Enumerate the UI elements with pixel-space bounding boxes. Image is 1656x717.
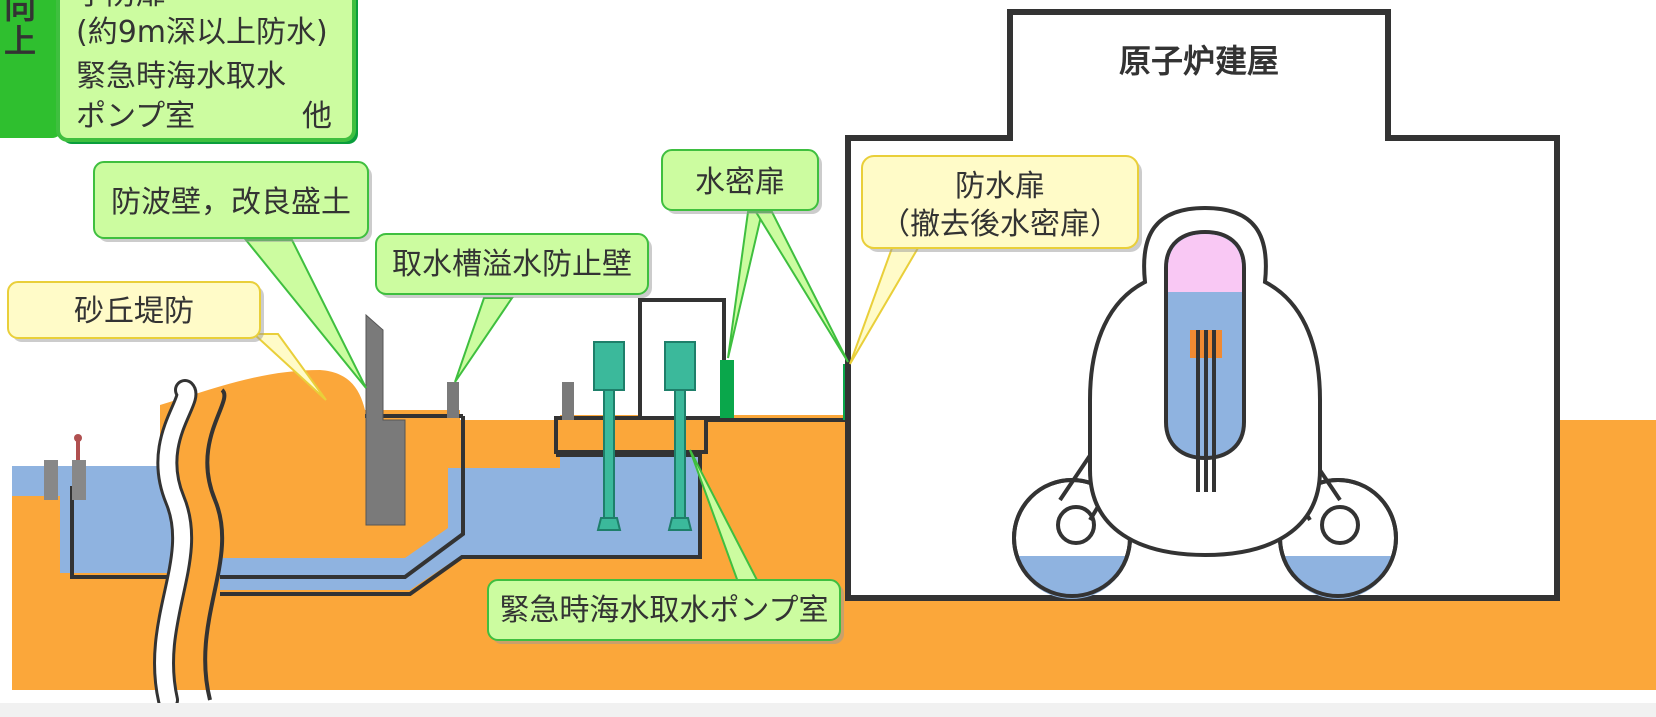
top-box-line-5: 他: [302, 99, 332, 134]
side-tab-char-2: 上: [4, 22, 36, 60]
sand-dune: [210, 372, 365, 440]
footer-bar: [0, 703, 1656, 717]
callout-breakwater: 防波壁，改良盛土: [93, 161, 372, 242]
pointer-sand-dune: [251, 333, 327, 401]
side-tab: 向 上: [0, 0, 62, 138]
watertight-door: [720, 360, 734, 418]
callout-sand-dune-label: 砂丘堤防: [74, 294, 194, 329]
intake-channel-water: [60, 455, 700, 590]
callout-waterproof-door-line-1: 防水扉: [955, 169, 1045, 204]
callout-sand-dune: 砂丘堤防: [7, 281, 264, 342]
callout-watertight-door-label: 水密扉: [695, 165, 785, 200]
top-box-line-1: 予防扉: [76, 0, 166, 12]
pointer-watertight-door-a: [727, 211, 764, 359]
top-info-box: 予防扉 (約9m深以上防水) 緊急時海水取水 ポンプ室 他: [56, 0, 358, 144]
callout-intake-wall-label: 取水槽溢水防止壁: [392, 247, 632, 282]
side-tab-char-1: 向: [4, 0, 36, 26]
intake-channel-outline: [70, 416, 702, 596]
intake-structure-icon: [44, 434, 86, 500]
callout-pump-room-label: 緊急時海水取水ポンプ室: [499, 593, 828, 628]
callout-intake-wall: 取水槽溢水防止壁: [375, 233, 652, 298]
callout-waterproof-door: 防水扉 （撤去後水密扉）: [861, 155, 1142, 252]
pointer-watertight-door-b: [754, 211, 849, 363]
breakwater-wall: [365, 313, 406, 526]
pump-room-wall-stub: [562, 382, 574, 420]
containment-vessel: [1012, 205, 1398, 599]
top-box-line-4: ポンプ室: [76, 99, 195, 134]
callout-waterproof-door-line-2: （撤去後水密扉）: [880, 207, 1120, 242]
overflow-prevention-wall: [447, 382, 459, 418]
pump-2-icon: [664, 341, 696, 531]
callout-pump-room: 緊急時海水取水ポンプ室: [487, 579, 844, 644]
top-box-line-2: (約9m深以上防水): [76, 15, 328, 50]
ground: [12, 370, 1656, 690]
reactor-pressure-vessel: [1164, 229, 1246, 492]
callout-breakwater-label: 防波壁，改良盛土: [111, 185, 351, 220]
callout-watertight-door: 水密扉: [661, 149, 822, 214]
top-box-line-3: 緊急時海水取水: [76, 59, 286, 94]
reactor-building-label: 原子炉建屋: [1119, 42, 1279, 80]
pump-1-icon: [593, 341, 625, 531]
pointer-intake-wall: [454, 297, 514, 383]
break-line: [153, 379, 227, 711]
